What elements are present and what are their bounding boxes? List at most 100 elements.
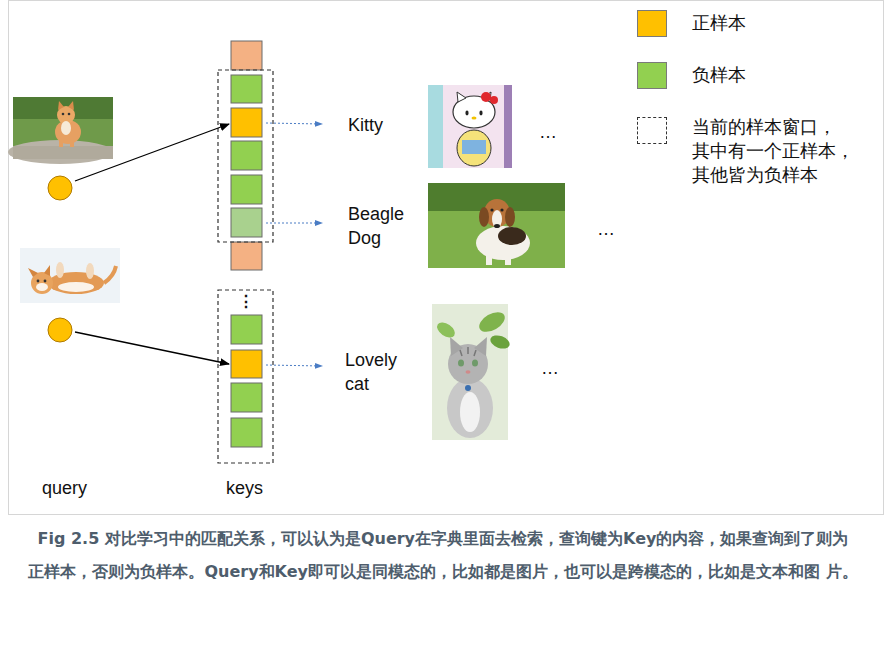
kitten-photo xyxy=(44,280,47,283)
figure-caption: Fig 2.5 对比学习中的匹配关系，可以认为是Query在字典里面去检索，查询… xyxy=(8,522,878,588)
cat-picture xyxy=(447,378,493,438)
kitty-picture xyxy=(465,111,468,116)
key-square xyxy=(231,75,262,103)
legend-swatch xyxy=(637,62,667,89)
kitten-photo xyxy=(20,248,120,303)
cat-picture xyxy=(476,308,508,336)
content-arrow xyxy=(266,365,322,366)
kitten-photo xyxy=(44,265,50,276)
beagle-picture xyxy=(486,252,492,265)
kitty-picture xyxy=(457,130,491,166)
kitty-picture xyxy=(472,116,477,119)
cat-picture xyxy=(432,304,511,440)
query-dot xyxy=(48,176,72,342)
kitten-photo xyxy=(36,283,48,291)
kitten-photo xyxy=(55,120,81,144)
match-arrow xyxy=(75,332,229,364)
query-dot xyxy=(48,318,72,342)
legend-swatch xyxy=(637,117,667,144)
ellipsis: … xyxy=(541,356,559,380)
content-label: Kitty xyxy=(348,113,383,137)
content-arrow xyxy=(266,123,322,366)
cat-picture xyxy=(472,360,478,367)
match-arrow xyxy=(75,124,229,364)
legend-text: 当前的样本窗口， 其中有一个正样本， 其他皆为负样本 xyxy=(692,115,886,187)
cat-picture xyxy=(432,304,508,440)
kitty-picture xyxy=(490,96,498,104)
beagle-picture xyxy=(498,227,526,245)
beagle-picture xyxy=(505,252,511,265)
key-square xyxy=(231,108,262,137)
beagle-picture xyxy=(428,183,565,268)
beagle-picture xyxy=(500,208,503,211)
kitty-picture xyxy=(428,85,512,168)
kitten-photo xyxy=(48,272,104,294)
cat-picture xyxy=(460,392,480,432)
kitty-picture xyxy=(504,85,512,168)
content-label: Beagle Dog xyxy=(348,202,404,250)
kitten-photo xyxy=(13,97,113,159)
beagle-picture xyxy=(490,208,493,211)
kitten-photo xyxy=(58,282,94,292)
beagle-picture xyxy=(428,183,565,268)
beagle-picture xyxy=(492,210,502,228)
kitten-photo xyxy=(104,266,116,283)
key-square xyxy=(231,418,262,447)
sample-window xyxy=(218,70,273,242)
content-arrow xyxy=(266,123,322,124)
key-square xyxy=(231,141,262,170)
kitty-picture xyxy=(457,92,466,102)
kitten-photo xyxy=(70,138,74,147)
panel-border xyxy=(9,1,884,515)
beagle-picture xyxy=(479,207,489,227)
vertical-ellipsis: ⋮ xyxy=(238,294,254,310)
legend-text: 正样本 xyxy=(692,11,886,35)
key-square xyxy=(231,383,262,412)
key-square xyxy=(231,41,262,70)
kitten-photo xyxy=(61,121,71,135)
cat-picture xyxy=(474,337,487,356)
legend-swatch xyxy=(637,10,667,37)
match-arrow xyxy=(75,124,229,181)
kitty-picture xyxy=(482,92,491,102)
beagle-picture xyxy=(505,207,515,227)
kitten-photo xyxy=(28,268,38,277)
ellipsis: … xyxy=(539,120,557,144)
beagle-picture xyxy=(494,224,500,228)
key-square xyxy=(231,315,262,344)
kitten-photo xyxy=(56,262,64,278)
ellipsis: … xyxy=(597,217,615,241)
kitty-picture xyxy=(481,92,491,102)
cat-picture xyxy=(458,360,464,367)
key-square xyxy=(231,242,262,270)
kitten-photo xyxy=(58,101,64,110)
query-dot xyxy=(48,176,72,200)
cat-picture xyxy=(460,347,476,356)
sample-window xyxy=(218,290,273,463)
key-square xyxy=(231,208,262,237)
cat-picture xyxy=(466,370,471,374)
kitten-photo xyxy=(68,113,71,116)
kitten-photo xyxy=(86,263,94,279)
kitten-photo xyxy=(68,101,74,110)
key-square xyxy=(231,350,262,378)
beagle-picture xyxy=(476,226,530,260)
cat-picture xyxy=(465,385,471,391)
content-arrow xyxy=(266,223,322,224)
kitty-picture xyxy=(428,85,443,168)
axis-label: keys xyxy=(226,476,263,500)
cat-picture xyxy=(434,319,457,340)
key-square xyxy=(231,41,262,447)
legend-text: 负样本 xyxy=(692,63,886,87)
kitty-picture xyxy=(462,140,486,154)
kitten-photo xyxy=(8,97,113,164)
content-label: Lovely cat xyxy=(345,348,397,396)
kitty-picture xyxy=(428,85,512,168)
kitten-photo xyxy=(37,280,40,283)
kitten-photo xyxy=(13,146,113,159)
cat-picture xyxy=(489,333,512,351)
axis-label: query xyxy=(42,476,87,500)
kitten-photo xyxy=(62,113,65,116)
